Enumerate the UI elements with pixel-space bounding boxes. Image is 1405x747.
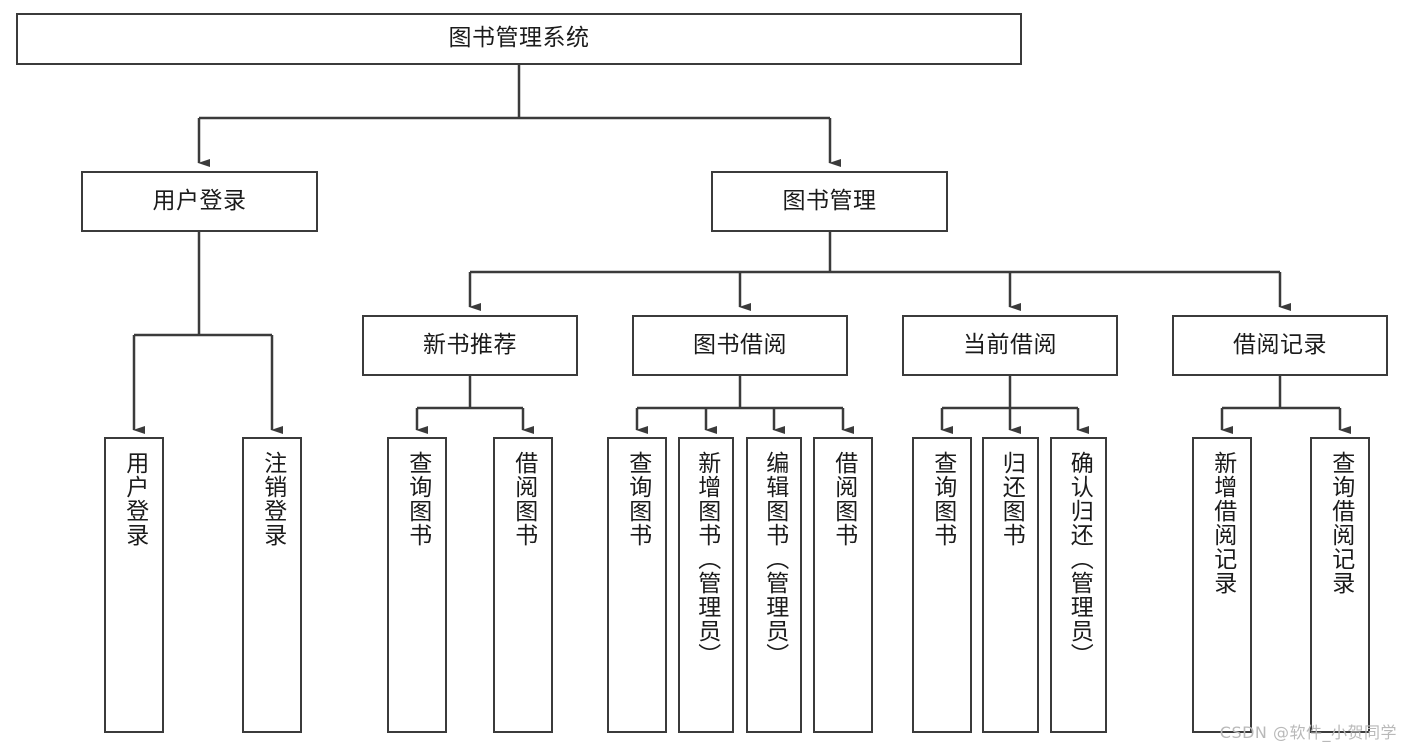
- node-leaf-borrow-book-1-label: 借阅图书: [510, 451, 537, 547]
- node-borrow-record-label: 借阅记录: [1233, 331, 1327, 358]
- node-leaf-user-logout[interactable]: 注销登录: [242, 437, 302, 733]
- node-book-borrow[interactable]: 图书借阅: [632, 315, 848, 376]
- node-leaf-borrow-book-2[interactable]: 借阅图书: [813, 437, 873, 733]
- node-book-borrow-label: 图书借阅: [693, 331, 787, 358]
- node-book-management-label: 图书管理: [782, 187, 877, 214]
- node-leaf-query-book-3[interactable]: 查询图书: [912, 437, 972, 733]
- node-current-borrow-label: 当前借阅: [963, 331, 1057, 358]
- node-leaf-user-login-label: 用户登录: [121, 451, 148, 547]
- node-leaf-return-book[interactable]: 归还图书: [982, 437, 1039, 733]
- node-leaf-user-login[interactable]: 用户登录: [104, 437, 164, 733]
- node-user-login[interactable]: 用户登录: [81, 171, 318, 232]
- watermark-text: CSDN @软件_小贺同学: [1219, 723, 1397, 742]
- node-leaf-add-record[interactable]: 新增借阅记录: [1192, 437, 1252, 733]
- node-current-borrow[interactable]: 当前借阅: [902, 315, 1118, 376]
- node-leaf-query-book-2[interactable]: 查询图书: [607, 437, 667, 733]
- node-root[interactable]: 图书管理系统: [16, 13, 1022, 65]
- node-root-label: 图书管理系统: [448, 25, 590, 52]
- node-leaf-query-book-3-label: 查询图书: [929, 451, 956, 547]
- node-leaf-confirm-return-label: 确认归还（管理员）: [1066, 451, 1093, 667]
- node-leaf-add-record-label: 新增借阅记录: [1209, 451, 1236, 595]
- node-leaf-edit-book[interactable]: 编辑图书（管理员）: [746, 437, 802, 733]
- node-leaf-edit-book-label: 编辑图书（管理员）: [761, 451, 788, 667]
- node-leaf-query-book-2-label: 查询图书: [624, 451, 651, 547]
- node-leaf-query-record-label: 查询借阅记录: [1327, 451, 1354, 595]
- node-leaf-query-book-1[interactable]: 查询图书: [387, 437, 447, 733]
- node-user-login-label: 用户登录: [152, 187, 247, 214]
- node-leaf-user-logout-label: 注销登录: [259, 451, 286, 547]
- node-borrow-record[interactable]: 借阅记录: [1172, 315, 1388, 376]
- node-leaf-borrow-book-1[interactable]: 借阅图书: [493, 437, 553, 733]
- node-book-management[interactable]: 图书管理: [711, 171, 948, 232]
- node-leaf-confirm-return[interactable]: 确认归还（管理员）: [1050, 437, 1107, 733]
- node-leaf-add-book[interactable]: 新增图书（管理员）: [678, 437, 734, 733]
- node-leaf-query-record[interactable]: 查询借阅记录: [1310, 437, 1370, 733]
- node-new-book-recommend-label: 新书推荐: [423, 331, 517, 358]
- node-leaf-query-book-1-label: 查询图书: [404, 451, 431, 547]
- node-leaf-return-book-label: 归还图书: [998, 451, 1025, 547]
- node-new-book-recommend[interactable]: 新书推荐: [362, 315, 578, 376]
- node-leaf-add-book-label: 新增图书（管理员）: [693, 451, 720, 667]
- node-leaf-borrow-book-2-label: 借阅图书: [830, 451, 857, 547]
